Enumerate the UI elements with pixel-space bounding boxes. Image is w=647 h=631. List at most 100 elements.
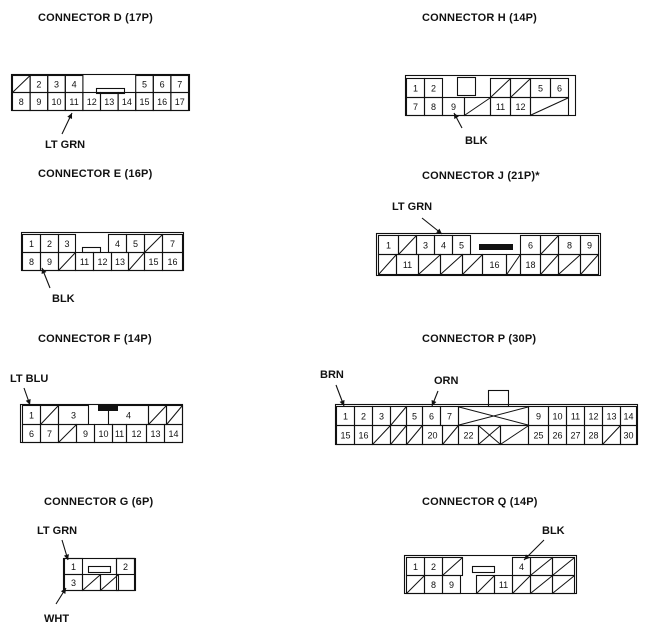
empty-cavity-slash <box>552 575 575 594</box>
arrow-head <box>454 113 459 119</box>
empty-cavity-cross <box>458 406 529 426</box>
pin-number: 6 <box>29 429 34 439</box>
connector-f-pin-14 <box>163 423 184 444</box>
pin-number: 14 <box>122 97 132 107</box>
pin-number: 15 <box>148 257 158 267</box>
pin-number: 1 <box>29 239 34 249</box>
pin-number: 9 <box>47 257 52 267</box>
pin-number: 9 <box>36 97 41 107</box>
pin-number: 6 <box>429 412 434 422</box>
arrow-head <box>436 228 442 234</box>
pin-number: 6 <box>160 80 165 90</box>
pin-number: 2 <box>431 84 436 94</box>
empty-cavity-slash <box>500 425 529 445</box>
empty-cavity-slash <box>552 557 575 576</box>
pin-number: 4 <box>72 80 77 90</box>
title-connector-h: CONNECTOR H (14P) <box>422 12 538 24</box>
pin-number: 5 <box>538 84 543 94</box>
pin-number: 7 <box>170 239 175 249</box>
wire-label-g-wht: WHT <box>44 613 69 625</box>
empty-cavity-slash <box>148 405 167 425</box>
empty-cavity-slash <box>40 405 59 425</box>
pin-number: 11 <box>571 412 580 422</box>
title-connector-q: CONNECTOR Q (14P) <box>422 496 538 508</box>
connector-q-pin-blank <box>551 574 576 595</box>
arrow-head <box>524 554 530 560</box>
wire-label-g-ltgrn: LT GRN <box>37 525 77 537</box>
empty-cavity-slash <box>540 235 559 255</box>
connector-q-latch <box>471 565 496 574</box>
pin-number: 3 <box>54 80 59 90</box>
pin-number: 16 <box>167 257 177 267</box>
pin-number: 11 <box>69 97 78 107</box>
empty-cavity-slash <box>418 254 441 275</box>
connector-p-pin-30 <box>619 424 638 446</box>
pin-number: 12 <box>131 429 141 439</box>
pin-number: 1 <box>29 411 34 421</box>
pin-number: 5 <box>459 241 464 251</box>
pin-number: 11 <box>115 429 124 439</box>
title-connector-d: CONNECTOR D (17P) <box>38 12 154 24</box>
pin-number: 4 <box>126 411 131 421</box>
arrow-head <box>60 588 66 594</box>
connector-d-latch <box>95 87 126 95</box>
pin-number: 3 <box>423 241 428 251</box>
pin-number: 3 <box>71 578 76 588</box>
pin-number: 5 <box>133 239 138 249</box>
pin-number: 3 <box>71 411 76 421</box>
pin-number: 18 <box>525 260 535 270</box>
empty-cavity-slash <box>512 575 531 594</box>
pin-number: 9 <box>449 580 454 590</box>
pin-number: 9 <box>536 412 541 422</box>
empty-cavity-slash <box>144 234 163 253</box>
pin-number: 8 <box>29 257 34 267</box>
empty-cavity-slash <box>398 235 417 255</box>
pin-number: 12 <box>97 257 107 267</box>
empty-cavity-slash <box>540 254 559 275</box>
empty-cavity-slash <box>406 575 425 594</box>
title-connector-f: CONNECTOR F (14P) <box>38 333 152 345</box>
pin-number: 8 <box>431 102 436 112</box>
pin-number: 16 <box>489 260 499 270</box>
pin-number: 8 <box>19 97 24 107</box>
pin-number: 1 <box>413 84 418 94</box>
pin-number: 4 <box>519 562 524 572</box>
title-connector-p: CONNECTOR P (30P) <box>422 333 537 345</box>
pin-number: 2 <box>123 562 128 572</box>
empty-cavity-slash <box>12 75 30 93</box>
title-connector-j: CONNECTOR J (21P)* <box>422 170 540 182</box>
pin-number: 10 <box>98 429 108 439</box>
pin-number: 2 <box>47 239 52 249</box>
empty-cavity-slash <box>464 97 491 116</box>
pin-number: 15 <box>139 97 149 107</box>
arrow-head <box>431 400 437 406</box>
pin-number: 8 <box>431 580 436 590</box>
pin-number: 16 <box>157 97 167 107</box>
title-connector-e: CONNECTOR E (16P) <box>38 168 153 180</box>
wire-label-f: LT BLU <box>10 373 48 385</box>
empty-cavity-slash <box>462 254 483 275</box>
empty-cavity-slash <box>506 254 521 275</box>
connector-d-pin-4 <box>64 74 84 94</box>
pin-number: 7 <box>47 429 52 439</box>
pin-number: 7 <box>413 102 418 112</box>
pin-number: 1 <box>343 412 348 422</box>
pin-number: 11 <box>403 260 412 270</box>
connector-g-pin-blank <box>99 573 120 592</box>
empty-cavity-slash <box>602 425 621 445</box>
pin-number: 1 <box>386 241 391 251</box>
pin-number: 9 <box>83 429 88 439</box>
empty-cavity-slash <box>440 254 463 275</box>
empty-cavity-slash <box>476 575 495 594</box>
pin-number: 15 <box>340 431 350 441</box>
empty-cavity-slash <box>530 575 553 594</box>
pin-number: 14 <box>168 429 178 439</box>
pin-number: 11 <box>499 580 508 590</box>
pin-number: 13 <box>150 429 160 439</box>
empty-cavity-slash <box>166 405 183 425</box>
empty-cavity-slash <box>580 254 599 275</box>
pin-number: 7 <box>177 80 182 90</box>
pin-number: 11 <box>496 102 505 112</box>
connector-e-pin-16 <box>161 251 184 272</box>
pin-number: 1 <box>71 562 76 572</box>
